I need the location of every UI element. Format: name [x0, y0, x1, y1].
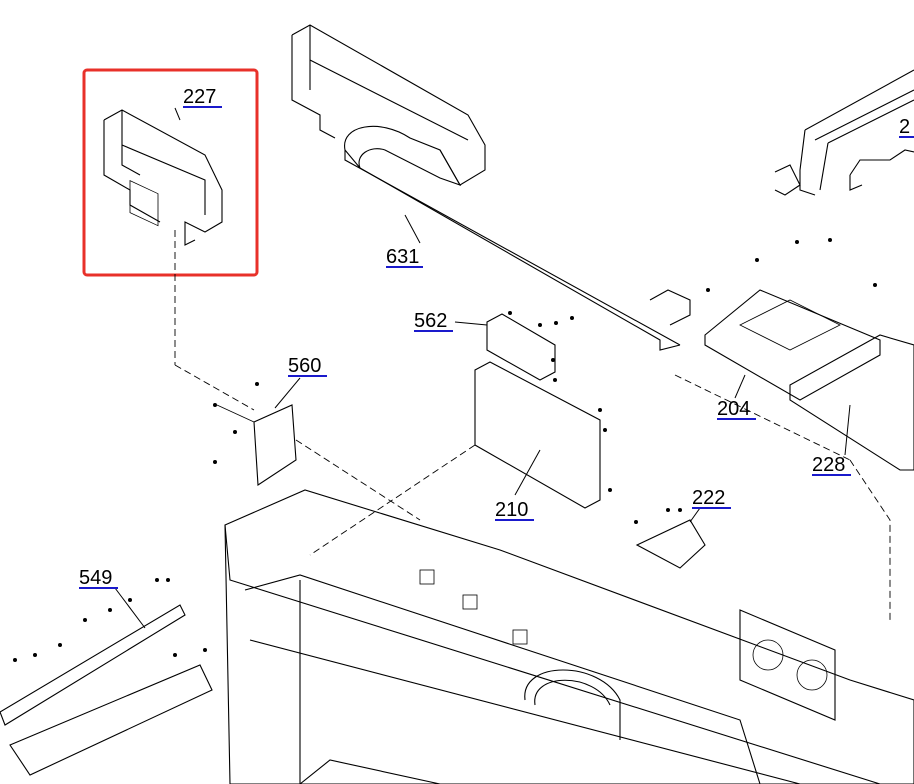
label-204[interactable]: 204	[717, 398, 756, 420]
label-cut-off[interactable]: 2	[899, 116, 914, 138]
svg-text:562[interactable]: 562	[414, 310, 447, 332]
label-222[interactable]: 222	[692, 487, 731, 509]
label-227[interactable]: 227	[183, 86, 222, 108]
part-top-right-cable	[774, 69, 914, 196]
part-228-board[interactable]	[789, 334, 914, 620]
part-204-board[interactable]	[674, 238, 881, 461]
label-560[interactable]: 560	[288, 355, 327, 377]
svg-text:204[interactable]: 204	[717, 398, 750, 420]
part-549-rail[interactable]	[0, 578, 213, 776]
part-631-cable[interactable]	[291, 24, 691, 351]
svg-text:549[interactable]: 549	[79, 567, 112, 589]
svg-text:631[interactable]: 631	[386, 246, 419, 268]
part-562-board[interactable]	[454, 311, 574, 381]
svg-text:228[interactable]: 228	[812, 454, 845, 476]
label-562[interactable]: 562	[414, 310, 453, 332]
label-228[interactable]: 228	[812, 454, 851, 476]
selected-part-highlight	[82, 68, 259, 277]
part-227-cable[interactable]	[103, 107, 223, 365]
svg-text:2[interactable]: 2	[899, 116, 910, 138]
part-210-board[interactable]	[309, 361, 612, 556]
part-560-plate[interactable]	[174, 364, 421, 521]
label-210[interactable]: 210	[495, 499, 534, 521]
part-222-board[interactable]	[634, 507, 706, 569]
svg-text:210[interactable]: 210	[495, 499, 528, 521]
main-frame-assembly	[224, 489, 914, 784]
svg-text:560[interactable]: 560	[288, 355, 321, 377]
svg-text:222[interactable]: 222	[692, 487, 725, 509]
label-631[interactable]: 631	[386, 246, 423, 268]
label-549[interactable]: 549	[79, 567, 118, 589]
svg-text:227[interactable]: 227	[183, 86, 216, 108]
